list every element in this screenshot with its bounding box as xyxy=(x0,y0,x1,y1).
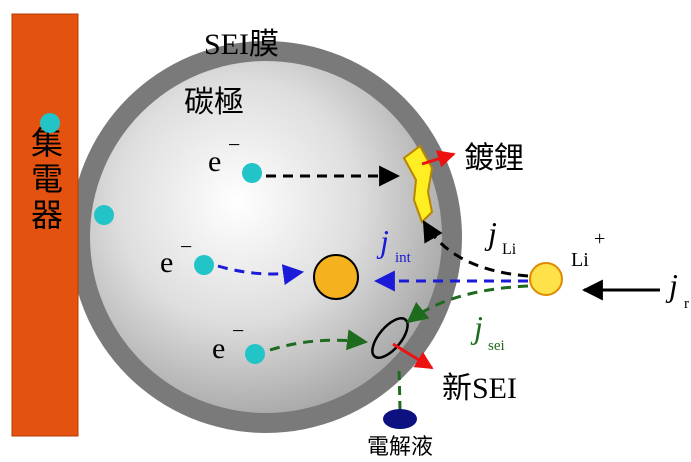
jli-symbol: j xyxy=(484,215,497,251)
electrolyte-path xyxy=(397,365,402,411)
plated-lithium-label: 鍍鋰 xyxy=(464,142,524,175)
carbon-electrode-label: 碳極 xyxy=(184,86,244,119)
electron-dot xyxy=(94,205,114,225)
jli-subscript: Li xyxy=(502,241,517,258)
intercalated-lithium xyxy=(313,254,359,300)
electron-label: e xyxy=(208,145,221,178)
lithium-ion xyxy=(529,262,563,296)
jsei-subscript: sei xyxy=(488,338,505,354)
electrolyte-label: 電解液 xyxy=(367,434,433,459)
electron-charge: − xyxy=(232,318,244,343)
jr-symbol: j xyxy=(665,267,678,303)
lithium-ion-label: Li xyxy=(571,249,589,271)
electron-dot xyxy=(242,163,262,183)
red-arrow-plating xyxy=(421,150,456,168)
electron-dot xyxy=(245,344,265,364)
jint-symbol: j xyxy=(376,223,389,259)
electron-label: e xyxy=(160,246,173,279)
electron-label: e xyxy=(212,332,225,365)
jli-path xyxy=(422,220,529,278)
electron-charge: − xyxy=(180,234,192,259)
new-sei-label: 新SEI xyxy=(442,372,517,405)
current-collector-label: 集電器 xyxy=(27,126,63,234)
sei-film-label: SEI膜 xyxy=(204,28,279,61)
electron-path-green xyxy=(269,329,369,352)
jint-subscript: int xyxy=(395,250,412,266)
electron-path-blue xyxy=(217,264,305,285)
new-sei-ellipse xyxy=(371,317,409,359)
jr-subscript: r xyxy=(684,296,689,312)
jsei-path xyxy=(406,284,529,324)
carbon-electrode xyxy=(90,61,442,413)
electron-dot xyxy=(40,113,60,133)
plated-lithium xyxy=(402,144,434,224)
electron-dot xyxy=(194,255,214,275)
current-collector xyxy=(11,13,79,437)
jsei-symbol: j xyxy=(470,309,483,345)
electrolyte-molecule xyxy=(383,409,417,429)
electron-charge: − xyxy=(228,132,240,157)
red-arrow-new-sei xyxy=(392,342,434,370)
lithium-ion-charge: + xyxy=(594,228,605,250)
